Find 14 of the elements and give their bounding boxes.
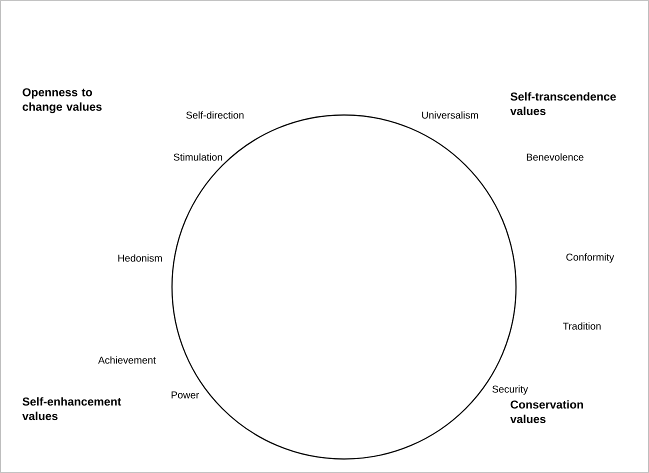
value-label: Power [172, 392, 200, 398]
value-label: Achievement [98, 356, 156, 364]
value-label: Benevolence [526, 153, 584, 161]
group-heading: Self-transcendence values [510, 92, 616, 116]
value-label: Conformity [566, 253, 614, 263]
value-label: Universalism [422, 111, 478, 119]
group-heading: Openness to change values [22, 88, 102, 114]
value-label: Stimulation [174, 153, 222, 161]
value-label: Tradition [562, 322, 601, 330]
value-label: Security [492, 385, 528, 395]
value-label: Hedonism [118, 254, 162, 262]
group-heading: Self-enhancement values [22, 397, 122, 420]
group-heading: Conservation values [510, 400, 583, 424]
value-label: Self-direction [186, 111, 244, 119]
